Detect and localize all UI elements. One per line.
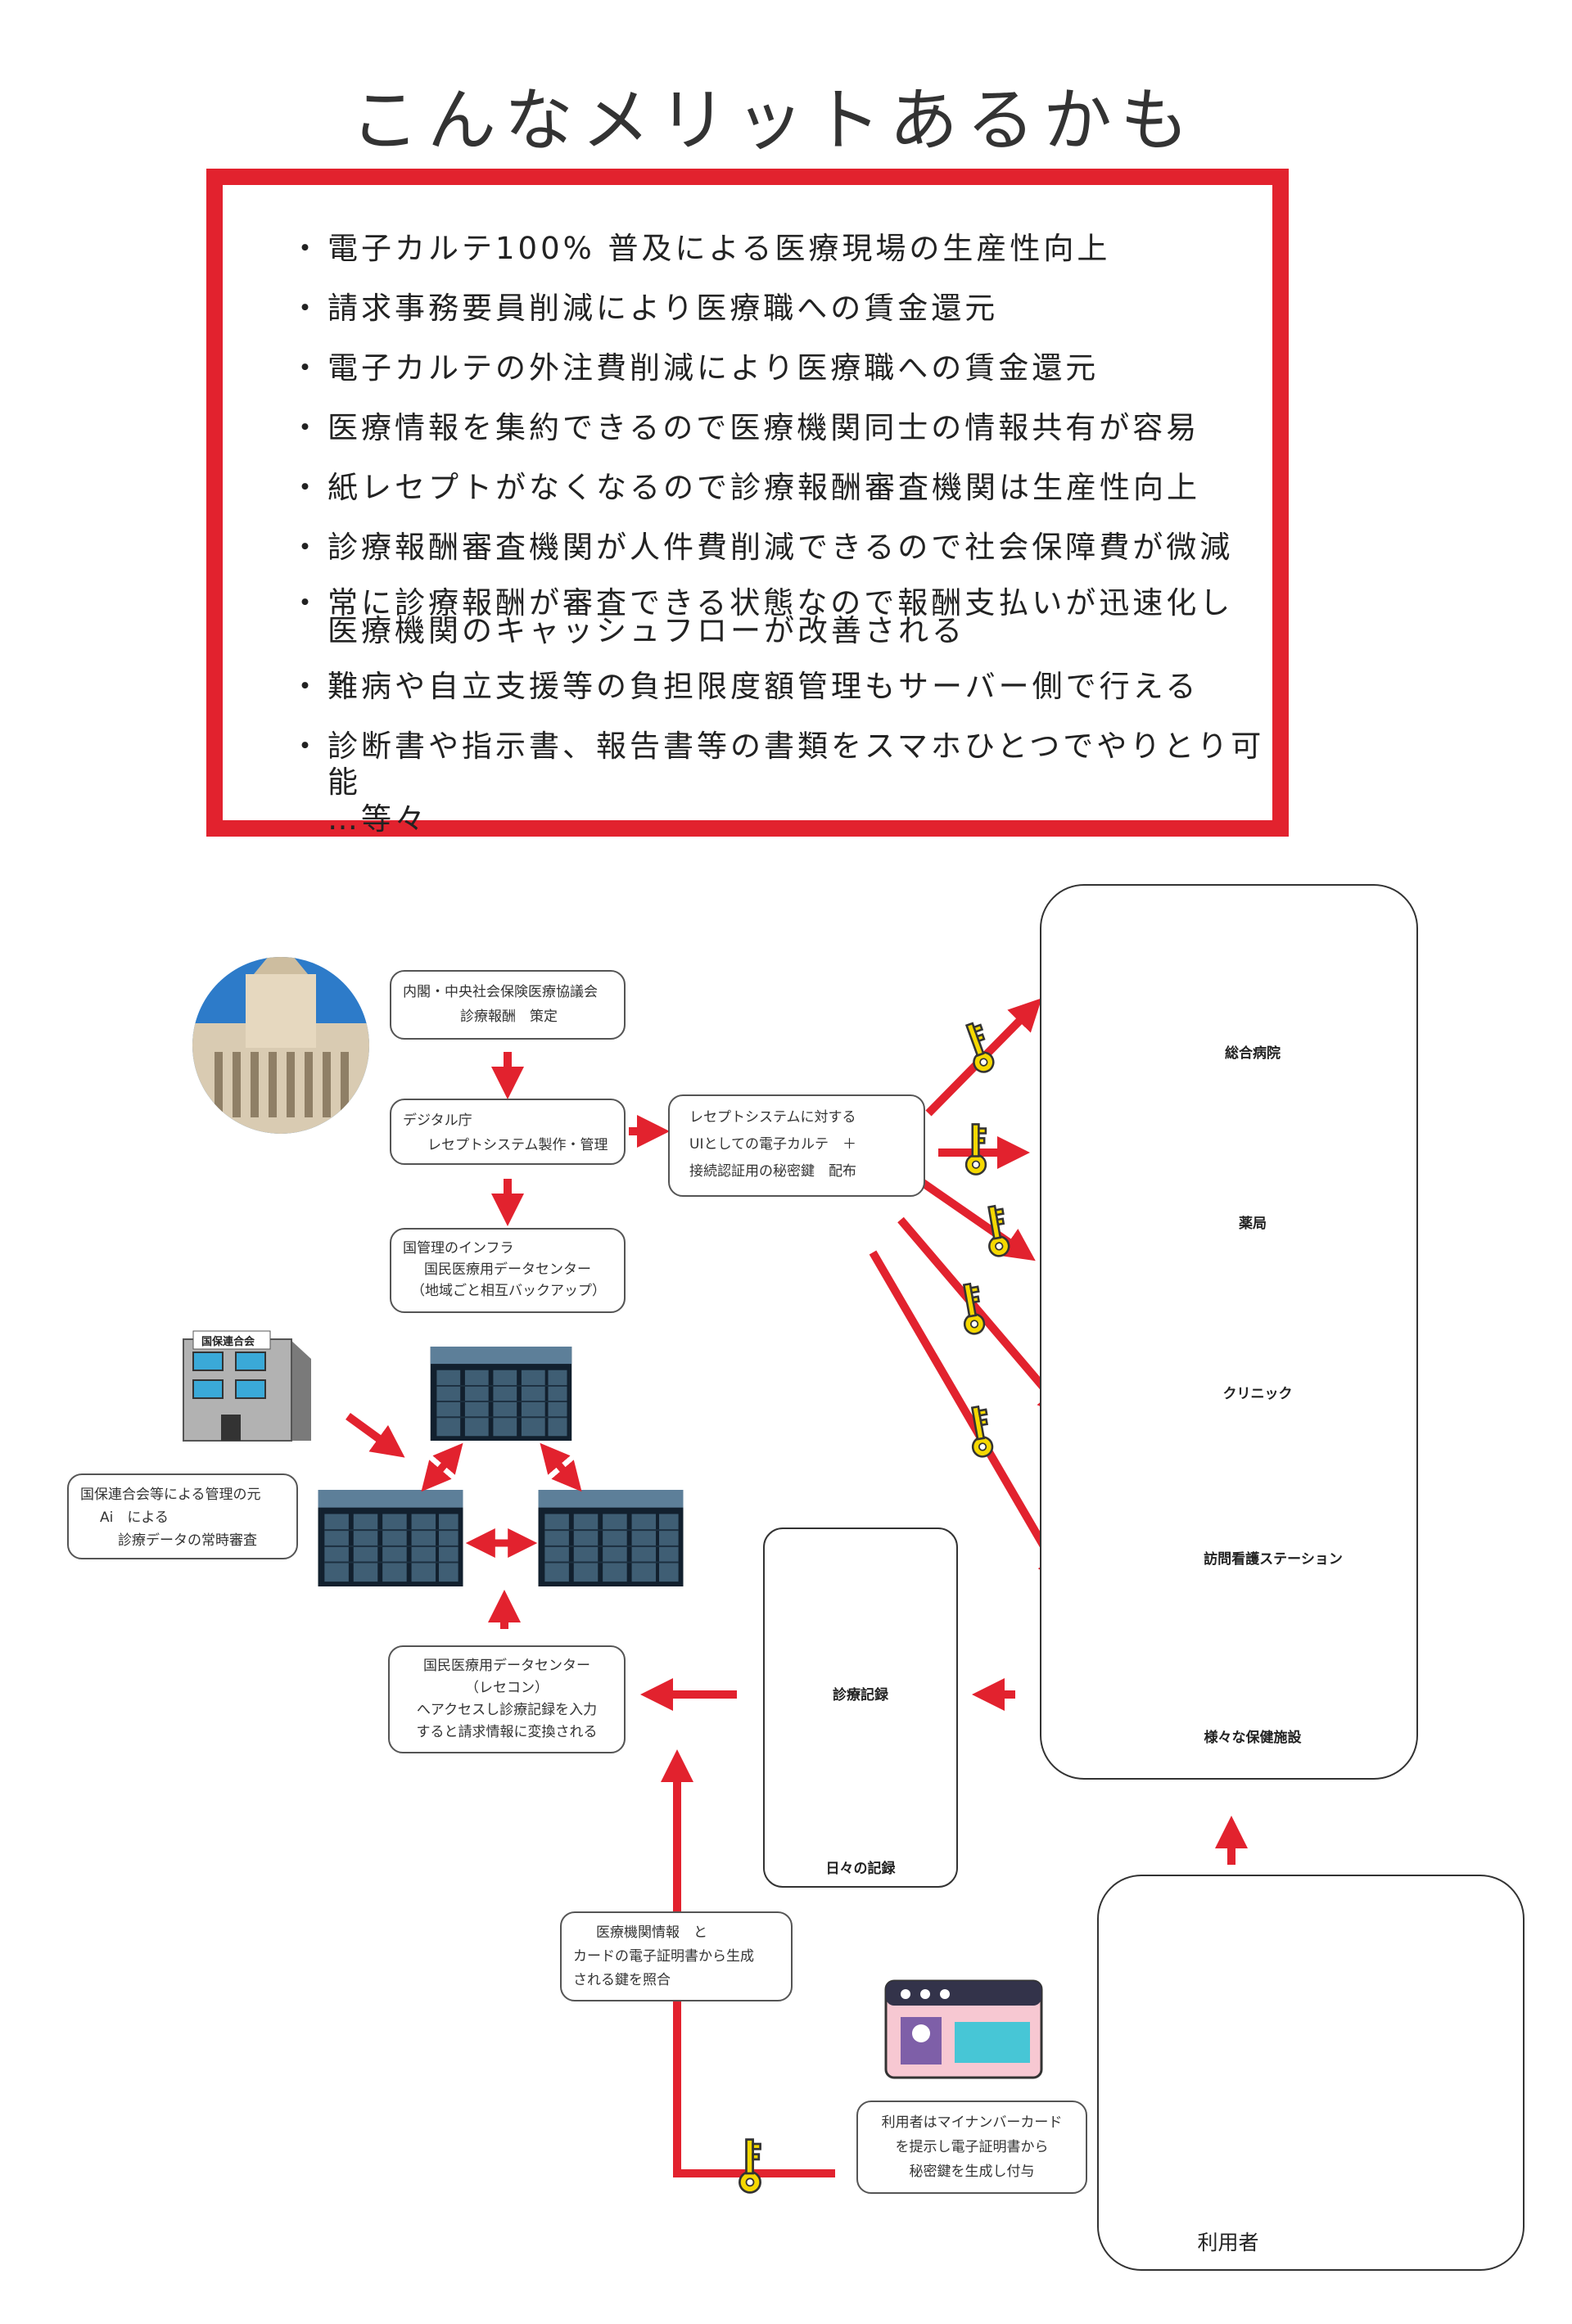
- box-line: 医療機関情報 と: [596, 1925, 707, 1941]
- box-line: へアクセスし診療記録を入力: [416, 1702, 598, 1718]
- box-line: される鍵を照合: [573, 1972, 671, 1988]
- facility-label-pharmacy: 薬局: [1239, 1216, 1267, 1232]
- merit-item: 難病や自立支援等の負担限度額管理もサーバー側で行える: [290, 669, 1272, 705]
- id-card-icon: [884, 1979, 1043, 2079]
- box-line: カードの電子証明書から生成: [573, 1948, 754, 1965]
- user-card-box: 利用者はマイナンバーカード を提示し電子証明書から 秘密鍵を生成し付与: [856, 2101, 1087, 2194]
- box-line: レセプトシステム製作・管理: [427, 1137, 608, 1153]
- facility-label-clinic: クリニック: [1222, 1386, 1293, 1402]
- box-line: 接続認証用の秘密鍵 配布: [689, 1163, 856, 1180]
- page-title: こんなメリットあるかも: [350, 80, 1197, 160]
- box-line: を提示し電子証明書から: [895, 2139, 1049, 2155]
- merit-text: 医療機関のキャッシュフローが改善される: [328, 613, 965, 648]
- box-line: 診療データの常時審査: [118, 1532, 257, 1549]
- merit-text: 難病や自立支援等の負担限度額管理もサーバー側で行える: [328, 669, 1199, 704]
- user-label: 利用者: [1197, 2231, 1259, 2254]
- box-line: 診療報酬 策定: [460, 1009, 558, 1025]
- facility-label-care: 様々な保健施設: [1204, 1730, 1302, 1746]
- merit-box: 電子カルテ100% 普及による医療現場の生産性向上請求事務要員削減により医療職へ…: [206, 169, 1289, 837]
- merit-etc: …等々: [328, 801, 428, 837]
- box-line: （地域ごと相互バックアップ）: [411, 1283, 606, 1299]
- office-building-icon: [183, 1330, 311, 1442]
- box-line: Ai による: [100, 1509, 169, 1526]
- merit-item: 請求事務要員削減により医療職への賃金還元: [290, 291, 1272, 327]
- merit-item: 電子カルテ100% 普及による医療現場の生産性向上: [290, 231, 1272, 267]
- merit-text: 請求事務要員削減により医療職への賃金還元: [328, 291, 999, 326]
- merit-text: 電子カルテ100% 普及による医療現場の生産性向上: [328, 231, 1111, 266]
- kokuho-label: 国保連合会: [201, 1336, 255, 1348]
- merit-item: 紙レセプトがなくなるので診療報酬審査機関は生産性向上: [290, 470, 1272, 506]
- box-line: すると請求情報に変換される: [416, 1724, 598, 1740]
- key-icon: [739, 2138, 761, 2194]
- box-line: 秘密鍵を生成し付与: [909, 2164, 1035, 2180]
- box-line: 国保連合会等による管理の元: [80, 1487, 261, 1503]
- datacenter-box: 国民医療用データセンター （レセコン） へアクセスし診療記録を入力 すると請求情…: [388, 1645, 626, 1753]
- receipt-system-box: レセプトシステムに対する UIとしての電子カルテ ＋ 接続認証用の秘密鍵 配布: [668, 1094, 925, 1197]
- box-line: 国民医療用データセンター: [423, 1658, 590, 1674]
- facility-label-visiting-nurse: 訪問看護ステーション: [1204, 1551, 1343, 1568]
- server-rack-icon: [537, 1490, 684, 1586]
- server-rack-icon: [317, 1490, 464, 1586]
- merit-item: 医療情報を集約できるので医療機関同士の情報共有が容易: [290, 410, 1272, 446]
- box-line: 国管理のインフラ: [403, 1240, 514, 1257]
- merit-item: 診断書や指示書、報告書等の書類をスマホひとつでやりとり可能: [290, 729, 1272, 801]
- cabinet-box: 内閣・中央社会保険医療協議会 診療報酬 策定: [390, 970, 626, 1040]
- merit-text: 常に診療報酬が審査できる状態なので報酬支払いが迅速化し: [328, 585, 1234, 620]
- merit-item: 診療報酬審査機関が人件費削減できるので社会保障費が微減: [290, 530, 1272, 566]
- merit-text: 医療情報を集約できるので医療機関同士の情報共有が容易: [328, 410, 1200, 445]
- digital-agency-box: デジタル庁 レセプトシステム製作・管理: [390, 1099, 626, 1165]
- user-box: [1097, 1875, 1525, 2271]
- merit-text: 診断書や指示書、報告書等の書類をスマホひとつでやりとり可能: [328, 729, 1265, 800]
- medical-info-box: 医療機関情報 と カードの電子証明書から生成 される鍵を照合: [560, 1911, 793, 2001]
- merit-text: 紙レセプトがなくなるので診療報酬審査機関は生産性向上: [328, 470, 1200, 505]
- merit-text: 診療報酬審査機関が人件費削減できるので社会保障費が微減: [328, 530, 1234, 565]
- box-line: 国民医療用データセンター: [424, 1261, 591, 1278]
- national-infra-box: 国管理のインフラ 国民医療用データセンター （地域ごと相互バックアップ）: [390, 1228, 626, 1313]
- parliament-icon: [192, 957, 369, 1134]
- box-line: 内閣・中央社会保険医療協議会: [403, 984, 598, 1000]
- box-line: 利用者はマイナンバーカード: [881, 2114, 1063, 2131]
- records-box: [763, 1528, 958, 1888]
- merit-text: 電子カルテの外注費削減により医療職への賃金還元: [328, 350, 1100, 386]
- record-label-daily: 日々の記録: [825, 1861, 896, 1877]
- facilities-box: [1040, 884, 1418, 1780]
- merit-list: 電子カルテ100% 普及による医療現場の生産性向上請求事務要員削減により医療職へ…: [290, 231, 1272, 824]
- merit-item: 電子カルテの外注費削減により医療職への賃金還元: [290, 350, 1272, 386]
- box-line: デジタル庁: [403, 1112, 472, 1129]
- box-line: （レセコン）: [465, 1680, 549, 1696]
- merit-item: 常に診療報酬が審査できる状態なので報酬支払いが迅速化し医療機関のキャッシュフロー…: [290, 585, 1272, 648]
- box-line: UIとしての電子カルテ ＋: [689, 1136, 856, 1153]
- server-rack-icon: [429, 1347, 573, 1441]
- box-line: レセプトシステムに対する: [689, 1109, 856, 1126]
- kokuho-ai-box: 国保連合会等による管理の元 Ai による 診療データの常時審査: [67, 1473, 298, 1559]
- record-label-medical: 診療記録: [833, 1687, 888, 1704]
- facility-label-hospital: 総合病院: [1225, 1045, 1281, 1062]
